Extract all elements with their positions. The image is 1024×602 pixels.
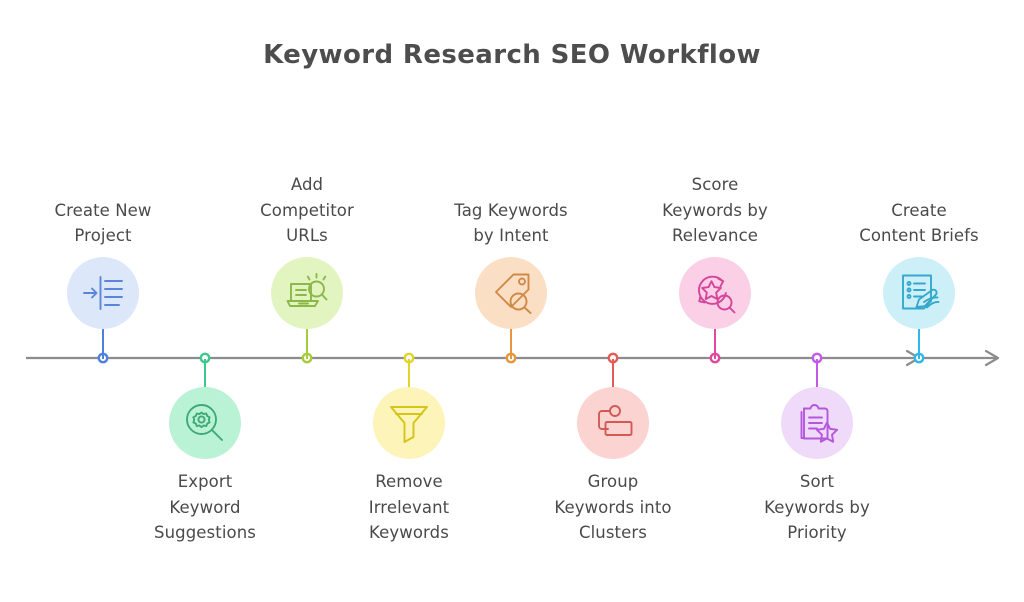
step-label: Remove Irrelevant Keywords: [368, 472, 450, 543]
step-label: Create Content Briefs: [859, 200, 979, 246]
step-label: Create New Project: [54, 200, 152, 246]
step-label: Export Keyword Suggestions: [154, 472, 256, 543]
document-handwrite-icon[interactable]: [883, 257, 955, 329]
step-connector-stem: [408, 359, 410, 387]
step-connector-stem: [714, 329, 716, 359]
step-label: Tag Keywords by Intent: [454, 200, 568, 246]
star-refresh-search-icon[interactable]: [679, 257, 751, 329]
step-connector-stem: [102, 329, 104, 359]
timeline-step-1[interactable]: Create New Project: [3, 198, 203, 359]
step-label: Score Keywords by Relevance: [662, 175, 768, 246]
step-label: Add Competitor URLs: [260, 175, 354, 246]
timeline-step-4[interactable]: Remove Irrelevant Keywords: [309, 359, 509, 546]
step-connector-stem: [816, 359, 818, 387]
step-connector-stem: [306, 329, 308, 359]
step-connector-stem: [204, 359, 206, 387]
gear-magnifier-icon[interactable]: [169, 387, 241, 459]
timeline-step-2[interactable]: Export Keyword Suggestions: [105, 359, 305, 546]
clipboard-star-icon[interactable]: [781, 387, 853, 459]
step-connector-stem: [612, 359, 614, 387]
step-label: Group Keywords into Clusters: [554, 472, 672, 543]
import-indent-icon[interactable]: [67, 257, 139, 329]
page-title: Keyword Research SEO Workflow: [263, 40, 761, 70]
timeline-step-5[interactable]: Tag Keywords by Intent: [411, 198, 611, 359]
funnel-icon[interactable]: [373, 387, 445, 459]
group-nodes-icon[interactable]: [577, 387, 649, 459]
timeline-step-3[interactable]: Add Competitor URLs: [207, 172, 407, 359]
timeline-step-6[interactable]: Group Keywords into Clusters: [513, 359, 713, 546]
tag-search-icon[interactable]: [475, 257, 547, 329]
timeline-step-8[interactable]: Sort Keywords by Priority: [717, 359, 917, 546]
timeline-step-7[interactable]: Score Keywords by Relevance: [615, 172, 815, 359]
timeline-step-9[interactable]: Create Content Briefs: [819, 198, 1019, 359]
step-connector-stem: [510, 329, 512, 359]
laptop-search-icon[interactable]: [271, 257, 343, 329]
step-connector-stem: [918, 329, 920, 359]
step-label: Sort Keywords by Priority: [764, 472, 870, 543]
